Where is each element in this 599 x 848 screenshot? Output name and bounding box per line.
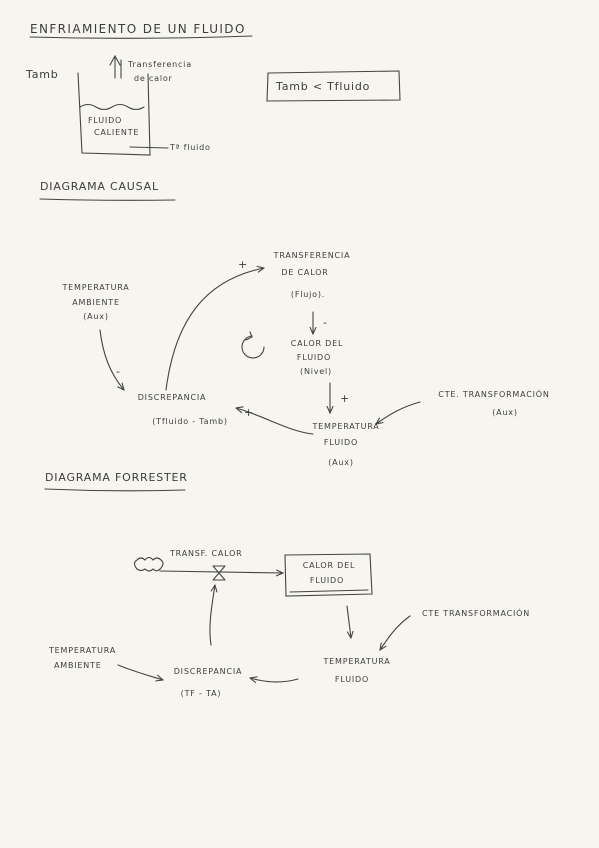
label-condition: Tamb < Tfluido bbox=[276, 80, 371, 93]
causal-constant-line1: CTE. TRANSFORMACIÓN bbox=[438, 390, 550, 399]
heading-cooling-underline bbox=[29, 35, 253, 39]
arrow-ambient-to-disc bbox=[99, 329, 124, 390]
condition-box bbox=[266, 70, 401, 102]
label-tamb: Tamb bbox=[26, 68, 59, 81]
transfer-up-arrow bbox=[109, 54, 121, 79]
sign-plus-top: + bbox=[238, 258, 249, 271]
flow-pipe bbox=[159, 571, 283, 573]
forrester-level-line2: FLUIDO bbox=[309, 576, 345, 585]
label-transfer-line1: Transferencia bbox=[128, 60, 192, 69]
label-temp-fluid: Tª fluido bbox=[170, 143, 211, 152]
forrester-constant: CTE TRANSFORMACIÓN bbox=[422, 609, 531, 618]
causal-heat-line2: FLUIDO bbox=[296, 353, 332, 362]
sign-plus-disc: + bbox=[244, 406, 255, 419]
forrester-fluid-temp-line2: FLUIDO bbox=[334, 675, 370, 684]
causal-discrepancy-line1: DISCREPANCIA bbox=[137, 393, 207, 402]
arrow-constant-to-temp bbox=[376, 401, 421, 424]
causal-transfer-line3: (Flujo). bbox=[290, 290, 326, 299]
label-fluid-line2: CALIENTE bbox=[94, 128, 140, 137]
causal-fluid-temp-line2: FLUIDO bbox=[323, 438, 359, 447]
heading-forrester-underline bbox=[44, 488, 186, 492]
causal-fluid-temp-line3: (Aux) bbox=[328, 458, 354, 467]
forrester-discrepancy-line2: (TF - TA) bbox=[180, 689, 222, 698]
arrow-disc-to-valve bbox=[209, 585, 215, 646]
arrow-constant-to-fluidtemp bbox=[380, 615, 411, 650]
causal-heat-line1: CALOR DEL bbox=[290, 339, 344, 348]
causal-transfer-line2: DE CALOR bbox=[281, 268, 329, 277]
label-transfer-line2: de calor bbox=[134, 74, 173, 83]
arrow-temp-to-disc bbox=[236, 408, 314, 435]
causal-ambient-line1: TEMPERATURA bbox=[62, 283, 130, 292]
causal-ambient-line2: AMBIENTE bbox=[72, 298, 120, 307]
causal-transfer-line1: TRANSFERENCIA bbox=[273, 251, 351, 260]
fluid-surface bbox=[79, 103, 145, 111]
arrow-disc-to-transfer bbox=[165, 268, 264, 391]
temp-leader-line bbox=[129, 146, 169, 149]
forrester-flow-label: TRANSF. CALOR bbox=[170, 549, 243, 558]
sign-minus-heat: - bbox=[323, 316, 328, 329]
forrester-ambient-line1: TEMPERATURA bbox=[49, 646, 117, 655]
arrow-level-to-temp bbox=[346, 605, 351, 638]
causal-ambient-line3: (Aux) bbox=[83, 312, 109, 321]
forrester-ambient-line2: AMBIENTE bbox=[54, 661, 102, 670]
flow-valve-icon bbox=[212, 565, 226, 581]
arrow-ambient-to-disc-f bbox=[117, 664, 163, 680]
forrester-level-line1: CALOR DEL bbox=[302, 561, 356, 570]
heading-forrester: DIAGRAMA FORRESTER bbox=[45, 471, 188, 484]
sign-minus-ambient: - bbox=[116, 365, 121, 378]
heading-causal: DIAGRAMA CAUSAL bbox=[40, 180, 159, 193]
container-vessel bbox=[77, 72, 151, 156]
forrester-fluid-temp-line1: TEMPERATURA bbox=[323, 657, 391, 666]
heading-cooling: ENFRIAMIENTO DE UN FLUIDO bbox=[30, 22, 246, 36]
loop-symbol bbox=[241, 335, 265, 359]
level-box bbox=[284, 553, 373, 597]
arrow-temp-to-disc-f bbox=[250, 678, 299, 682]
heading-causal-underline bbox=[39, 198, 176, 201]
causal-constant-line2: (Aux) bbox=[492, 408, 518, 417]
sign-plus-temp: + bbox=[340, 392, 351, 405]
causal-heat-line3: (Nivel) bbox=[300, 367, 332, 376]
cloud-source-icon bbox=[133, 556, 164, 572]
causal-fluid-temp-line1: TEMPERATURA bbox=[312, 422, 380, 431]
label-fluid-line1: FLUIDO bbox=[88, 116, 123, 125]
causal-discrepancy-line2: (Tfluido - Tamb) bbox=[152, 417, 228, 426]
forrester-discrepancy-line1: DISCREPANCIA bbox=[173, 667, 243, 676]
